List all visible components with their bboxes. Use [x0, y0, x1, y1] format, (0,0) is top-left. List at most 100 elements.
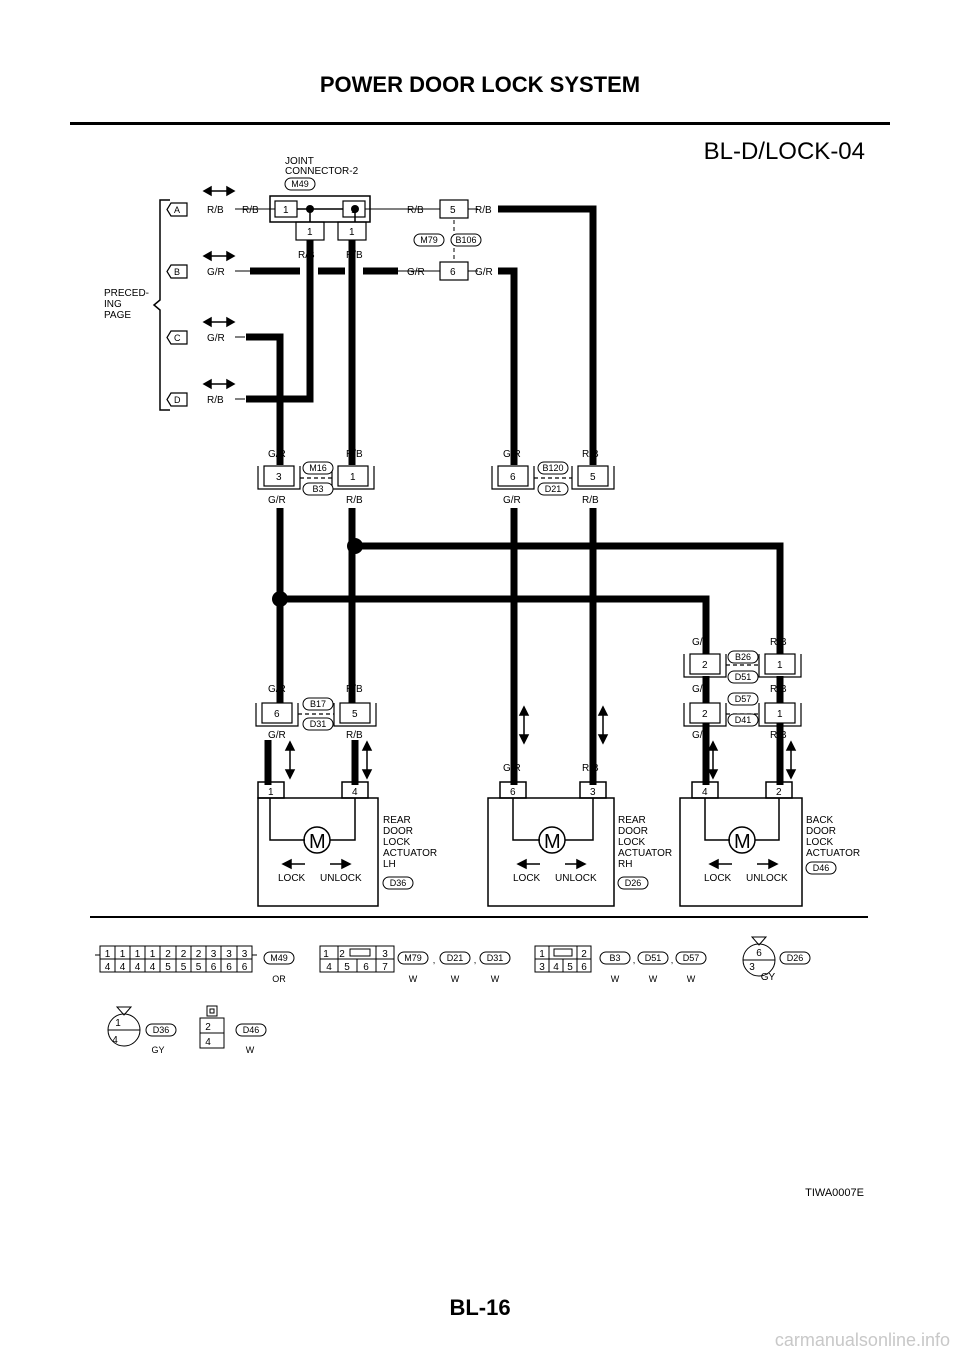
page-title: POWER DOOR LOCK SYSTEM	[319, 72, 641, 97]
cv-pin: 3	[211, 949, 217, 960]
connector-color: W	[649, 974, 658, 984]
actuator-name-line: DOOR	[618, 826, 648, 837]
wire-label: G/R	[503, 763, 521, 774]
cv-pin: 5	[344, 962, 350, 973]
cv-pin: 6	[756, 948, 762, 959]
unlock-label: UNLOCK	[746, 873, 788, 884]
wire-label: R/B	[346, 250, 363, 261]
actuator-pin: 1	[268, 787, 274, 798]
actuator-name-line: LOCK	[618, 837, 646, 848]
wire-label: G/R	[268, 495, 286, 506]
wire-label: R/B	[582, 495, 599, 506]
motor-symbol: M	[734, 831, 751, 853]
connector-id: B17	[310, 699, 326, 709]
cv-pin: 1	[150, 949, 156, 960]
ref-wire-b: G/R	[207, 267, 225, 278]
back-door-actuator-box	[679, 797, 803, 907]
actuator-name-line: REAR	[383, 815, 411, 826]
pin-number: 5	[590, 472, 596, 483]
wire-label: R/B	[770, 637, 787, 648]
cv-pin: 1	[115, 1018, 121, 1029]
connector-id: D51	[645, 953, 662, 963]
cv-pin: 6	[226, 962, 232, 973]
ref-wire-d: R/B	[207, 395, 224, 406]
splice-dot	[347, 538, 363, 554]
pin-number: 2	[702, 709, 708, 720]
cv-pin: 3	[539, 962, 545, 973]
connector-color: W	[611, 974, 620, 984]
actuator-name-line: BACK	[806, 815, 834, 826]
pin-number: 1	[307, 227, 313, 238]
connector-id: B3	[312, 484, 323, 494]
wire-label: R/B	[770, 684, 787, 695]
wire-label: R/B	[242, 205, 259, 216]
header-rule	[70, 122, 890, 125]
cv-pin: 6	[363, 962, 369, 973]
cv-pin: 4	[553, 962, 559, 973]
actuator-pin: 3	[590, 787, 596, 798]
preceding-brace	[152, 199, 170, 411]
actuator-name-line: DOOR	[383, 826, 413, 837]
wire-label: G/R	[475, 267, 493, 278]
splice-dot	[306, 205, 314, 213]
connector-color: GY	[761, 972, 776, 983]
ref-letter-b: B	[174, 267, 180, 277]
cv-pin: 5	[196, 962, 202, 973]
connector-id: D57	[683, 953, 700, 963]
cv-pin: 4	[150, 962, 156, 973]
actuator-name-line: ACTUATOR	[618, 848, 672, 859]
connector-id: M79	[420, 235, 438, 245]
rear-rh-actuator-box	[487, 797, 615, 907]
actuator-pin: 2	[776, 787, 782, 798]
cv-pin: 6	[242, 962, 248, 973]
ref-letter-d: D	[174, 395, 181, 405]
connector-color: W	[491, 974, 500, 984]
connector-id: D21	[447, 953, 464, 963]
ref-letter-a: A	[174, 205, 180, 215]
separator: ,	[474, 955, 477, 965]
cv-pin: 1	[135, 949, 141, 960]
wire-label: G/R	[407, 267, 425, 278]
wire-label: G/R	[503, 495, 521, 506]
cv-pin: 2	[181, 949, 187, 960]
actuator-name-line: RH	[618, 859, 632, 870]
figure-code: TIWA0007E	[805, 1187, 864, 1199]
cv-pin: 1	[105, 949, 111, 960]
connector-color: OR	[272, 974, 286, 984]
cv-pin: 2	[205, 1022, 211, 1033]
connector-id: D26	[787, 953, 804, 963]
cv-pin: 4	[120, 962, 126, 973]
actuator-name-line: ACTUATOR	[383, 848, 437, 859]
pin-number: 1	[350, 472, 356, 483]
page-number: BL-16	[449, 1295, 511, 1320]
rear-lh-actuator-box	[257, 797, 379, 907]
wire-label: R/B	[582, 763, 599, 774]
connector-id: D57	[735, 694, 752, 704]
cv-pin: 6	[211, 962, 217, 973]
wire-label: R/B	[407, 205, 424, 216]
connector-id: D36	[390, 878, 407, 888]
connector-color: W	[687, 974, 696, 984]
actuator-name-line: ACTUATOR	[806, 848, 860, 859]
connector-color: W	[409, 974, 418, 984]
wire-label: R/B	[346, 684, 363, 695]
actuator-pin: 4	[352, 787, 358, 798]
connector-id: M16	[309, 463, 327, 473]
connector-id: D36	[153, 1025, 170, 1035]
separator: ,	[671, 955, 674, 965]
connector-id: D46	[243, 1025, 260, 1035]
separator: ,	[433, 955, 436, 965]
cv-pin: 2	[196, 949, 202, 960]
connector-id: B26	[735, 652, 751, 662]
actuator-pin: 6	[510, 787, 516, 798]
cv-pin: 3	[242, 949, 248, 960]
cv-pin: 7	[382, 962, 388, 973]
wire-label: R/B	[346, 730, 363, 741]
pin-number: 1	[349, 227, 355, 238]
pin-number: 6	[450, 267, 456, 278]
actuator-name-line: DOOR	[806, 826, 836, 837]
preceding-label-1: PRECED-	[104, 288, 149, 299]
cv-pin: 5	[181, 962, 187, 973]
connector-id: D41	[735, 715, 752, 725]
